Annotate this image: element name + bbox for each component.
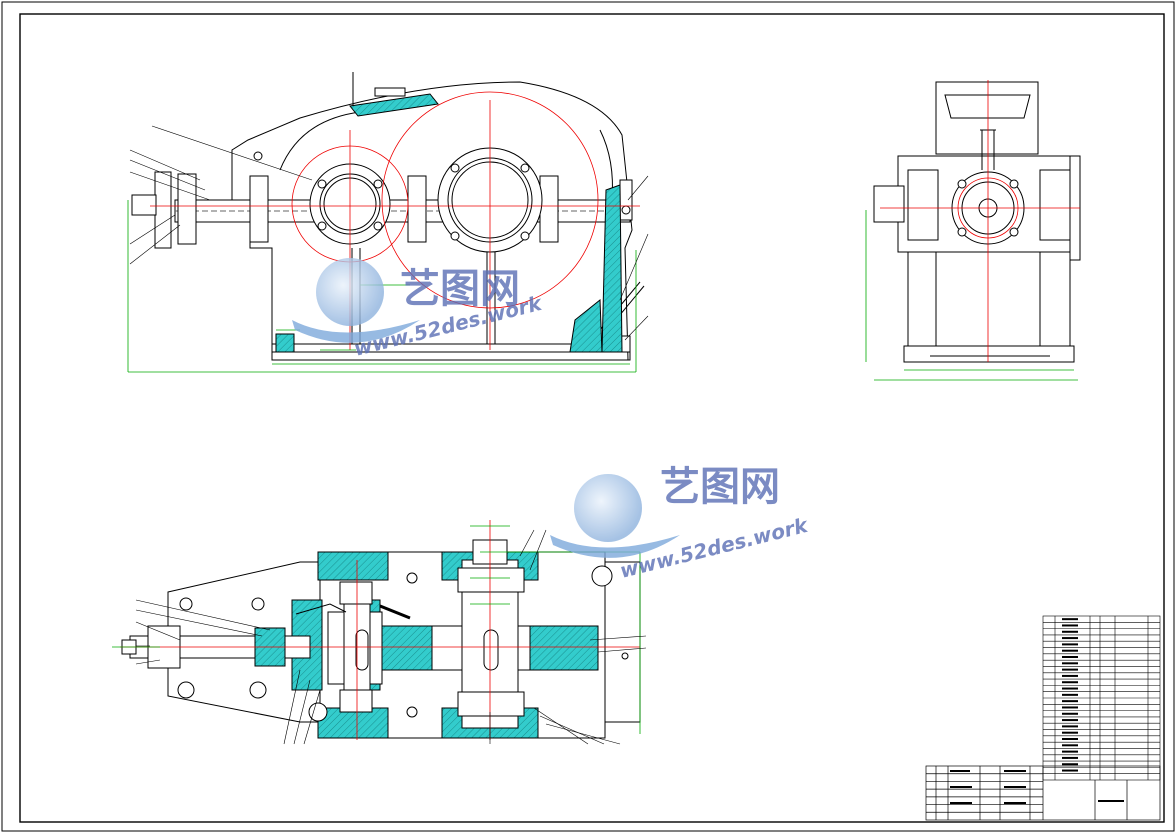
- watermark-globe-icon: [574, 474, 642, 542]
- parts-list-text-mark: [1062, 719, 1078, 722]
- watermark-globe-icon: [316, 258, 384, 326]
- parts-list-text-mark: [1062, 763, 1078, 766]
- parts-list-text-mark: [1062, 725, 1078, 728]
- parts-list-text-mark: [1062, 731, 1078, 734]
- parts-list-text-mark: [1062, 700, 1078, 703]
- parts-list-text-mark: [1062, 649, 1078, 652]
- parts-list-text-mark: [1062, 681, 1078, 684]
- parts-list-text-mark: [1062, 744, 1078, 747]
- top-leaders: [135, 529, 647, 745]
- parts-list-text-mark: [1062, 693, 1078, 696]
- side-view: [873, 81, 1081, 363]
- parts-list-text-mark: [1062, 769, 1078, 772]
- side-centerlines: [880, 80, 1080, 362]
- watermark-brand: 艺图网: [660, 464, 780, 510]
- watermark-swoosh: [292, 320, 420, 343]
- front-leaders: [129, 125, 649, 341]
- parts-list-text-mark: [1062, 712, 1078, 715]
- top-centerlines: [120, 520, 640, 740]
- top-section-view: [121, 539, 641, 739]
- parts-list-text-mark: [1062, 656, 1078, 658]
- inner-border: [19, 13, 1165, 823]
- watermark-brand: 艺图网: [400, 266, 520, 312]
- parts-list-text-mark: [1062, 643, 1078, 646]
- side-dimensions: [865, 210, 1078, 381]
- parts-list-text-mark: [1062, 738, 1078, 740]
- parts-list-text-mark: [1062, 618, 1078, 621]
- parts-list-text-mark: [1062, 706, 1078, 709]
- parts-list: [1042, 615, 1161, 781]
- title-block: [925, 765, 1161, 821]
- parts-list-text-mark: [1062, 750, 1078, 753]
- parts-list-text-mark: [1062, 687, 1078, 690]
- parts-list-text-mark: [1062, 624, 1078, 627]
- watermark-swoosh: [550, 535, 680, 558]
- parts-list-text-mark: [1062, 662, 1078, 665]
- parts-list-text-mark: [1062, 637, 1078, 640]
- parts-list-text-mark: [1062, 674, 1078, 677]
- front-view: [131, 72, 645, 361]
- parts-list-text-mark: [1062, 668, 1078, 671]
- parts-list-text-mark: [1062, 630, 1078, 633]
- parts-list-text-mark: [1062, 756, 1078, 759]
